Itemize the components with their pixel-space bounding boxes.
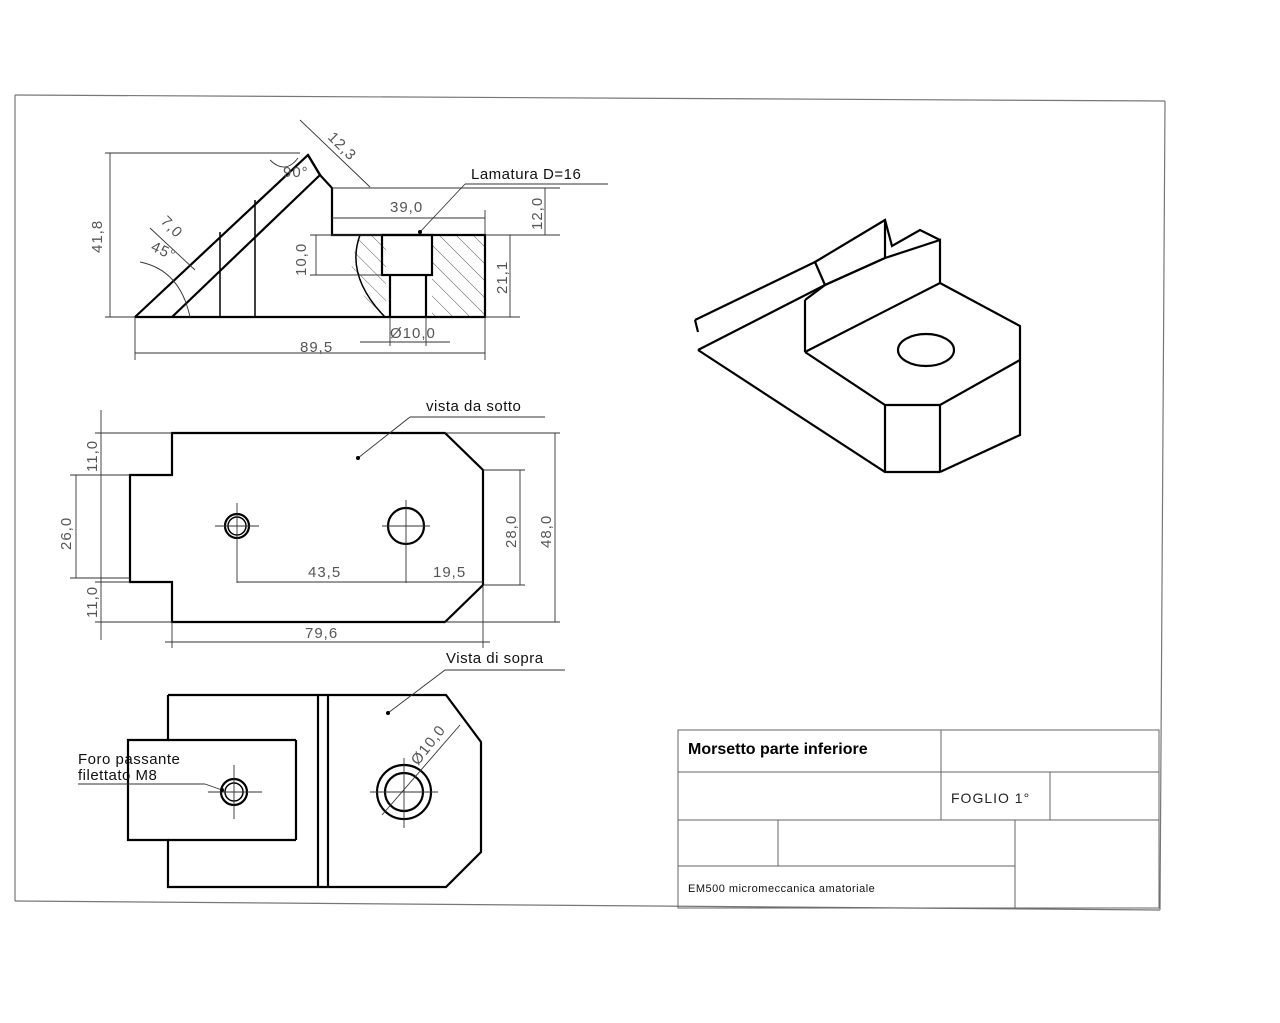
- dim-11-top: 11,0: [84, 440, 101, 472]
- label-vista-di-sopra: Vista di sopra: [446, 650, 544, 667]
- dim-dia-10: Ø10,0: [390, 325, 436, 342]
- label-vista-da-sotto: vista da sotto: [426, 398, 521, 415]
- dim-45-deg: 45°: [148, 238, 178, 264]
- iso-rib: [814, 218, 941, 263]
- title-block-title: Morsetto parte inferiore: [688, 741, 868, 758]
- dim-21-1: 21,1: [494, 261, 511, 294]
- iso-hole: [896, 332, 956, 368]
- section-hatch-left: [351, 235, 386, 317]
- top-view: Ø10,0 Vista di sopra Foro passante filet…: [78, 650, 565, 889]
- dim-12-3: 12,3: [324, 129, 359, 164]
- dim-79-6: 79,6: [305, 625, 338, 642]
- iso-side-face: [939, 360, 1022, 473]
- front-view: 41,8 12,3 90° 7,0 45° 39,0 12,0 10,0 21,…: [89, 119, 608, 360]
- bevel-edge: [171, 174, 321, 318]
- section-hatch-right: [432, 235, 485, 317]
- iso-blade-bottom: [697, 349, 940, 474]
- label-foro-passante: Foro passante: [78, 751, 180, 768]
- dim-89-5: 89,5: [300, 339, 333, 356]
- iso-top-edges: [804, 238, 942, 301]
- title-block: Morsetto parte inferiore FOGLIO 1° EM500…: [677, 729, 1160, 909]
- dim-39-0: 39,0: [390, 199, 423, 216]
- label-filettato-m8: filettato M8: [78, 767, 157, 784]
- dim-11-bot: 11,0: [84, 586, 101, 618]
- isometric-view: [693, 218, 1022, 474]
- bottom-outline: [128, 431, 485, 624]
- dim-28-0: 28,0: [503, 515, 520, 548]
- tip-edge: [307, 154, 321, 176]
- dim-41-8: 41,8: [89, 220, 106, 253]
- dim-19-5: 19,5: [433, 564, 466, 581]
- dim-90-deg: 90°: [283, 164, 309, 181]
- sheet-border: [14, 94, 1166, 911]
- arc-profile: [355, 234, 386, 318]
- label-lamatura: Lamatura D=16: [471, 166, 581, 183]
- iso-blade-upper: [694, 260, 827, 351]
- dim-26-0: 26,0: [58, 517, 75, 550]
- dim-43-5: 43,5: [308, 564, 341, 581]
- iso-top-face: [804, 281, 1022, 407]
- dim-12-0: 12,0: [529, 197, 546, 230]
- dim-7-0: 7,0: [157, 213, 186, 242]
- dim-48-0: 48,0: [538, 515, 555, 548]
- top-outline: [126, 693, 483, 889]
- title-block-footer: EM500 micromeccanica amatoriale: [688, 883, 875, 895]
- title-block-sheet: FOGLIO 1°: [951, 790, 1030, 806]
- counterbore: [380, 233, 434, 277]
- dim-10-0: 10,0: [293, 243, 310, 276]
- bottom-view: 11,0 26,0 11,0 28,0 48,0 43,5 19,5 79,6 …: [58, 398, 560, 648]
